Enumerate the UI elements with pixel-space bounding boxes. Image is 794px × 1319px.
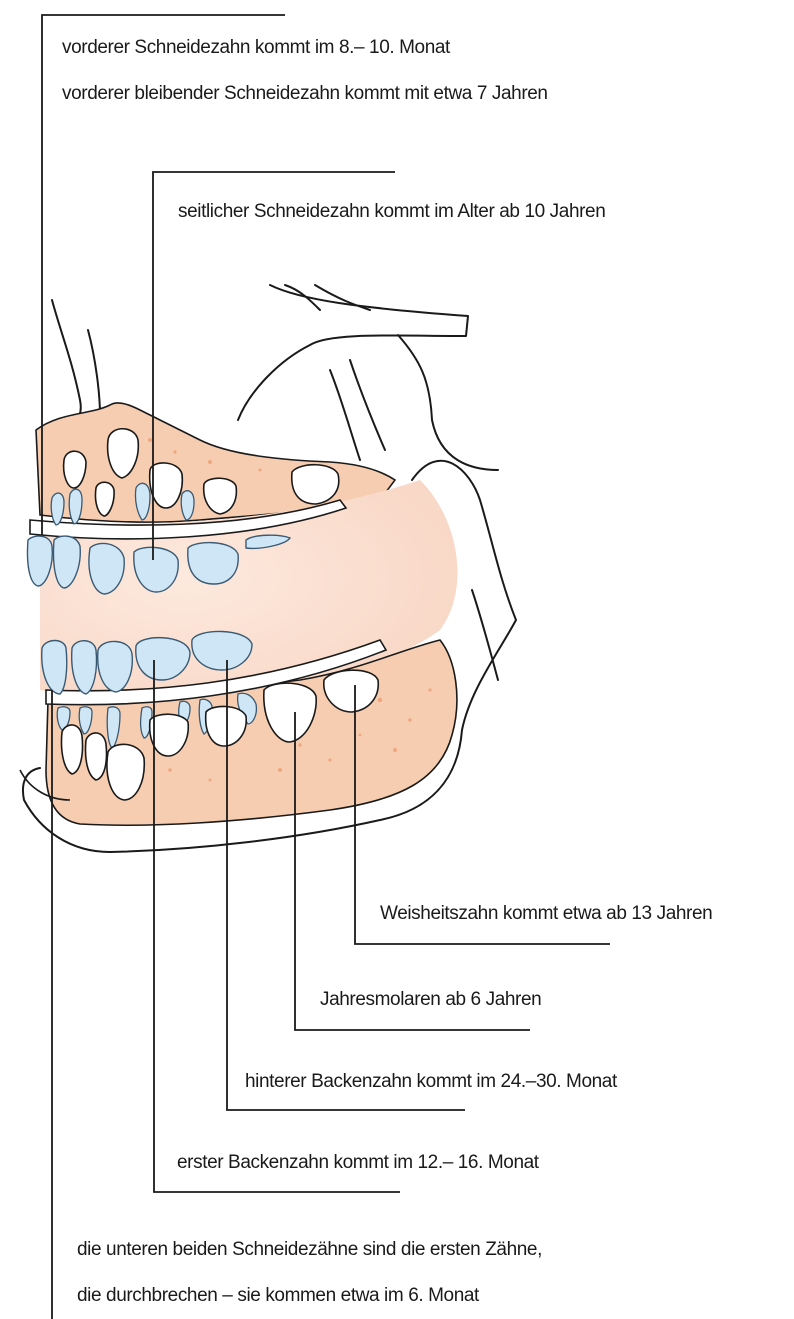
label-first-molar: erster Backenzahn kommt im 12.– 16. Mona… (177, 1153, 539, 1172)
label-wisdom-tooth: Weisheitszahn kommt etwa ab 13 Jahren (380, 904, 712, 923)
label-lower-incisors-line1: die unteren beiden Schneidezähne sind di… (77, 1240, 542, 1259)
label-front-incisor-line1: vorderer Schneidezahn kommt im 8.– 10. M… (62, 38, 450, 57)
label-front-incisor-line2: vorderer bleibender Schneidezahn kommt m… (62, 84, 548, 103)
label-lateral-incisor: seitlicher Schneidezahn kommt im Alter a… (178, 202, 605, 221)
label-lower-incisors-line2: die durchbrechen – sie kommen etwa im 6.… (77, 1286, 479, 1305)
label-six-year-molar: Jahresmolaren ab 6 Jahren (320, 990, 541, 1009)
label-rear-molar: hinterer Backenzahn kommt im 24.–30. Mon… (245, 1072, 617, 1091)
